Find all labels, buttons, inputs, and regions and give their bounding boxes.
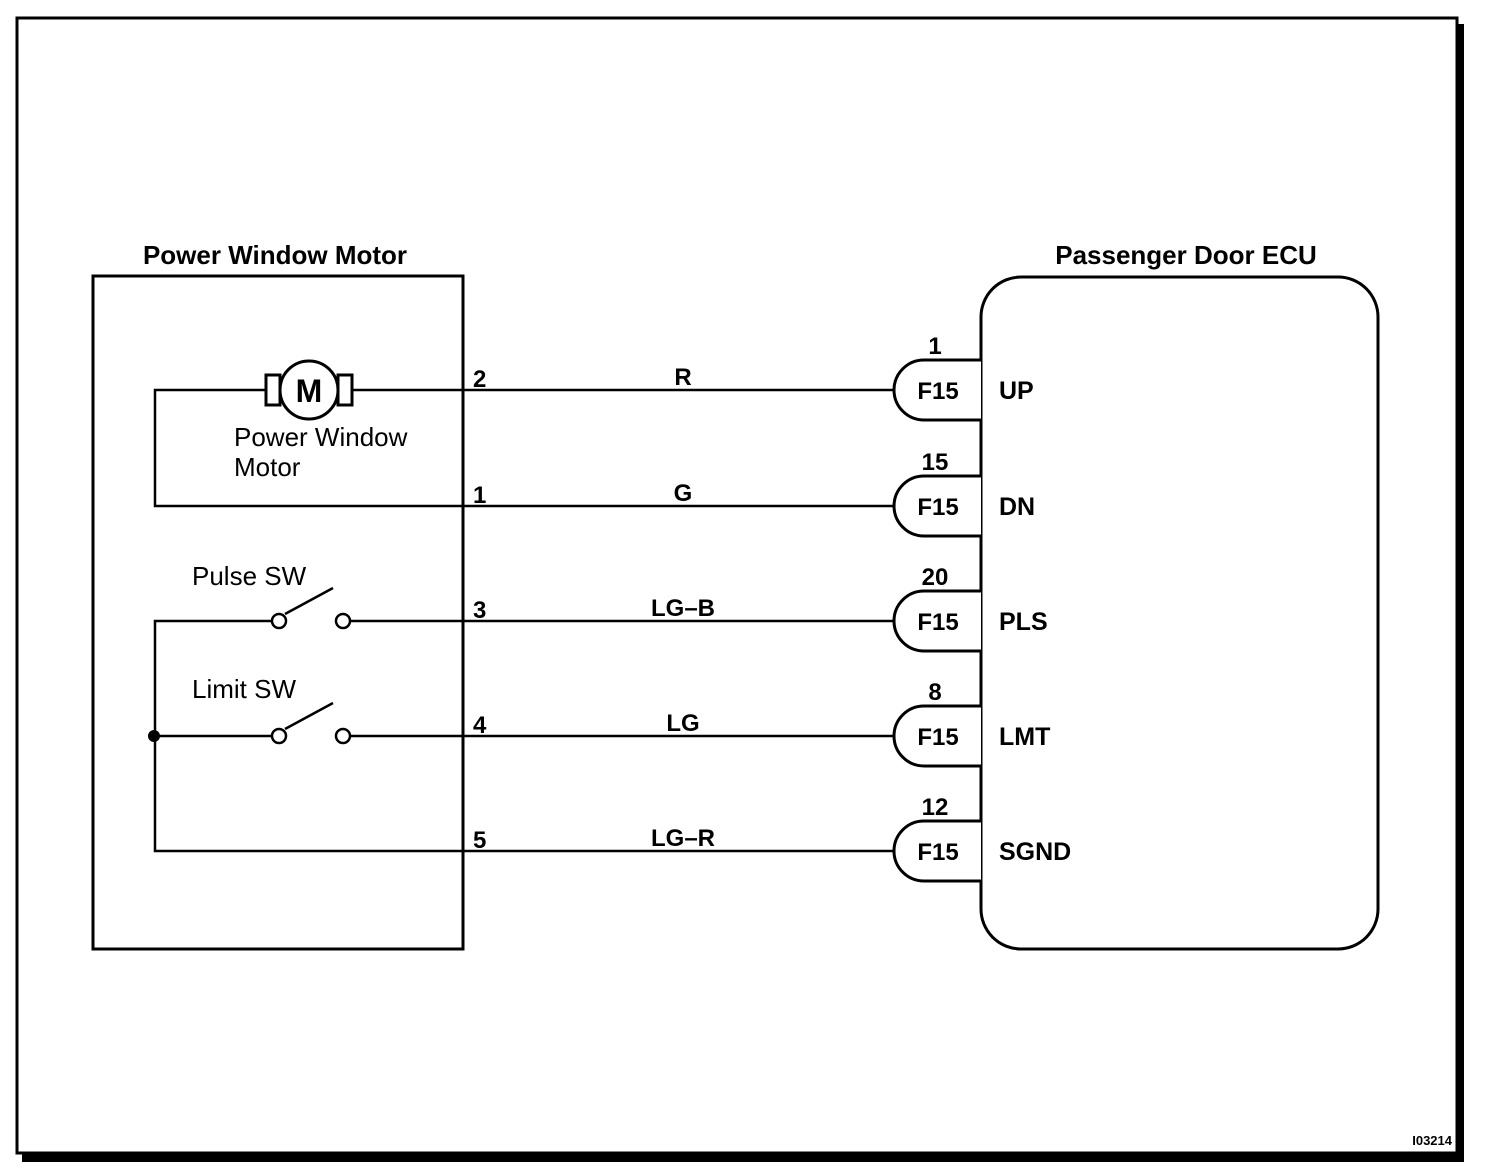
- ecu-terminal-label: PLS: [999, 608, 1048, 636]
- connector-label: F15: [917, 494, 958, 521]
- junction-dot: [148, 730, 160, 742]
- wire-color-code: LG–R: [651, 825, 715, 852]
- figure-code: I03214: [1412, 1133, 1453, 1148]
- connector-label: F15: [917, 378, 958, 405]
- motor-pin-number: 1: [473, 482, 486, 509]
- motor-label-line1: Power Window: [234, 422, 408, 452]
- frame: [15, 16, 1459, 1155]
- connector-label: F15: [917, 724, 958, 751]
- ecu-terminal-label: UP: [999, 377, 1034, 405]
- ecu-pin-number: 8: [928, 679, 941, 706]
- connector-shape: [892, 704, 981, 768]
- ecu-pin-number: 1: [928, 333, 941, 360]
- motor-pin-number: 4: [473, 712, 487, 739]
- ecu-pin-number: 12: [922, 794, 949, 821]
- wire-color-code: R: [674, 364, 691, 391]
- pulse-switch-icon: [270, 586, 352, 630]
- motor-unit-title: Power Window Motor: [143, 240, 407, 270]
- ecu-terminal-label: SGND: [999, 838, 1071, 866]
- ecu-title: Passenger Door ECU: [1055, 240, 1317, 270]
- wire-row: 2 R F15 1UP: [463, 333, 1034, 422]
- connector-label: F15: [917, 839, 958, 866]
- motor-label-line2: Motor: [234, 452, 301, 482]
- motor-circuit: [153, 388, 463, 508]
- ecu-terminal-label: LMT: [999, 723, 1050, 751]
- motor-pin-number: 3: [473, 597, 486, 624]
- motor-icon: M: [264, 359, 354, 421]
- limit-switch-icon: [270, 701, 352, 745]
- connector-label: F15: [917, 609, 958, 636]
- wire-color-code: LG–B: [651, 595, 715, 622]
- limit-sw-label: Limit SW: [192, 674, 296, 704]
- connector-shape: [892, 819, 981, 883]
- connector-shape: [892, 589, 981, 653]
- motor-pin-number: 2: [473, 366, 486, 393]
- motor-pin-number: 5: [473, 827, 486, 854]
- ecu-terminal-label: DN: [999, 493, 1035, 521]
- connector-shape: [892, 358, 981, 422]
- ecu-pin-number: 15: [922, 449, 949, 476]
- connector-shape: [892, 474, 981, 538]
- motor-symbol-label: M: [296, 373, 323, 409]
- ecu-pin-number: 20: [922, 564, 949, 591]
- motor-unit-box: [91, 274, 465, 951]
- wire-color-code: LG: [666, 710, 699, 737]
- pulse-sw-label: Pulse SW: [192, 561, 307, 591]
- wire-color-code: G: [674, 480, 693, 507]
